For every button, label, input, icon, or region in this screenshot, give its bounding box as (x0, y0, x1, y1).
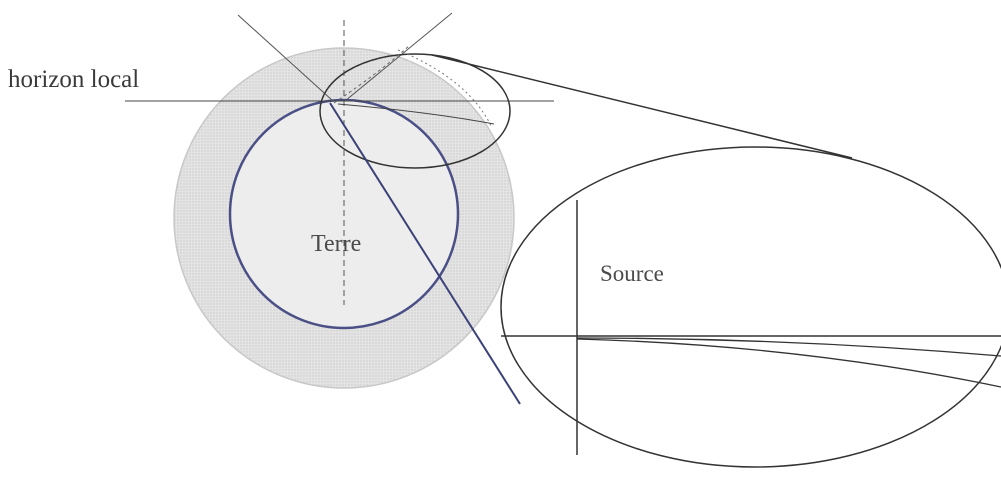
source-label: Source (600, 262, 664, 285)
earth-label: Terre (311, 232, 361, 256)
large-zoom-ellipse (501, 147, 1001, 467)
horizon-local-label: horizon local (8, 67, 139, 92)
